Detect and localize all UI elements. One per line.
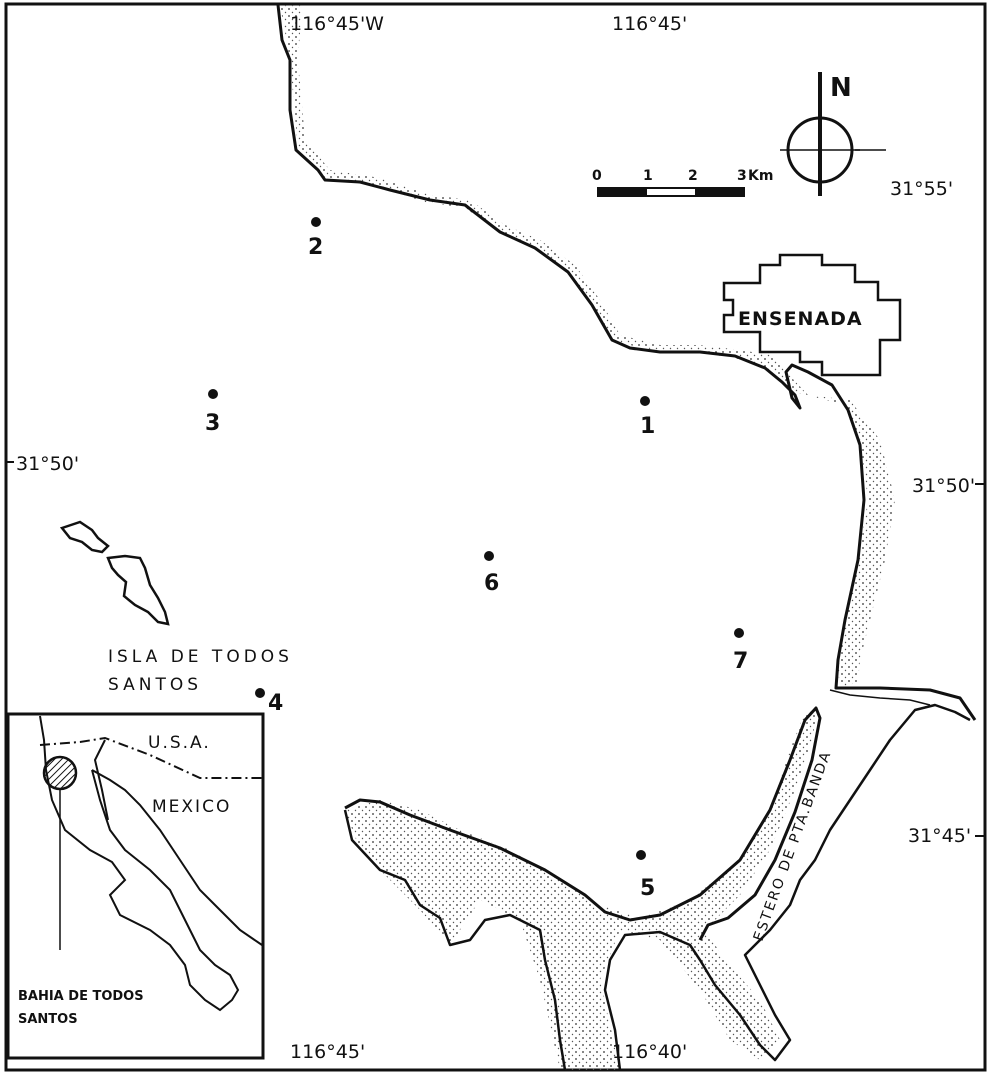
coord-right-45: 31°45' <box>908 825 971 847</box>
south-inner-shore <box>343 809 567 1071</box>
station-1-label: 1 <box>640 414 655 439</box>
inset-baja-east <box>93 739 109 821</box>
coord-top-mid: 116°45' <box>612 13 687 35</box>
place-ensenada: ENSENADA <box>738 308 863 330</box>
south-sand-spit <box>345 708 818 1070</box>
south-coastline <box>344 706 822 941</box>
station-7: 7 <box>733 628 748 674</box>
inset-location-marker <box>42 755 78 791</box>
inset-caption-line2: SANTOS <box>18 1012 78 1027</box>
south-east-shore <box>603 703 971 1071</box>
coord-right-50: 31°50' <box>912 475 975 497</box>
station-2-label: 2 <box>308 235 323 260</box>
island-north <box>59 520 110 554</box>
scale-tick-0: 0 <box>592 168 602 184</box>
estero-channel <box>829 689 931 706</box>
scale-bar: 0 1 2 3 Km <box>592 168 773 197</box>
scale-unit: Km <box>748 168 773 184</box>
north-arrow: N <box>780 72 860 196</box>
coord-left-50: 31°50' <box>16 453 79 475</box>
station-1: 1 <box>640 396 655 439</box>
scale-tick-2: 2 <box>688 168 698 184</box>
map-frame <box>4 2 987 1072</box>
inset-baja-west <box>39 715 240 1012</box>
north-label: N <box>830 73 852 103</box>
station-5-label: 5 <box>640 876 655 901</box>
station-5: 5 <box>636 850 655 901</box>
north-coastline <box>276 4 977 721</box>
scale-tick-3: 3 <box>737 168 747 184</box>
inset-caption-line1: BAHIA DE TODOS <box>18 989 144 1004</box>
inset-map: U.S.A. MEXICO BAHIA DE TODOS SANTOS <box>6 712 265 1060</box>
station-6: 6 <box>484 551 499 596</box>
coord-bottom-mid: 116°40' <box>612 1041 687 1063</box>
ensenada-city-outline <box>722 253 902 377</box>
inset-label-usa: U.S.A. <box>148 733 211 753</box>
station-2: 2 <box>308 217 323 260</box>
coord-right-55: 31°55' <box>890 178 953 200</box>
place-island-line1: ISLA DE TODOS <box>108 647 293 667</box>
inset-border-line <box>39 736 262 779</box>
station-3: 3 <box>205 389 220 436</box>
station-4: 4 <box>255 688 283 716</box>
inset-label-mexico: MEXICO <box>152 797 231 817</box>
station-7-label: 7 <box>733 649 748 674</box>
inset-mainland-coast <box>91 769 263 946</box>
coord-top-left: 116°45'W <box>290 13 384 35</box>
station-4-label: 4 <box>268 691 283 716</box>
station-3-label: 3 <box>205 411 220 436</box>
island-south <box>106 554 170 626</box>
scale-tick-1: 1 <box>643 168 653 184</box>
coord-bottom-left: 116°45' <box>290 1041 365 1063</box>
station-6-label: 6 <box>484 571 499 596</box>
place-island-line2: SANTOS <box>108 675 202 695</box>
